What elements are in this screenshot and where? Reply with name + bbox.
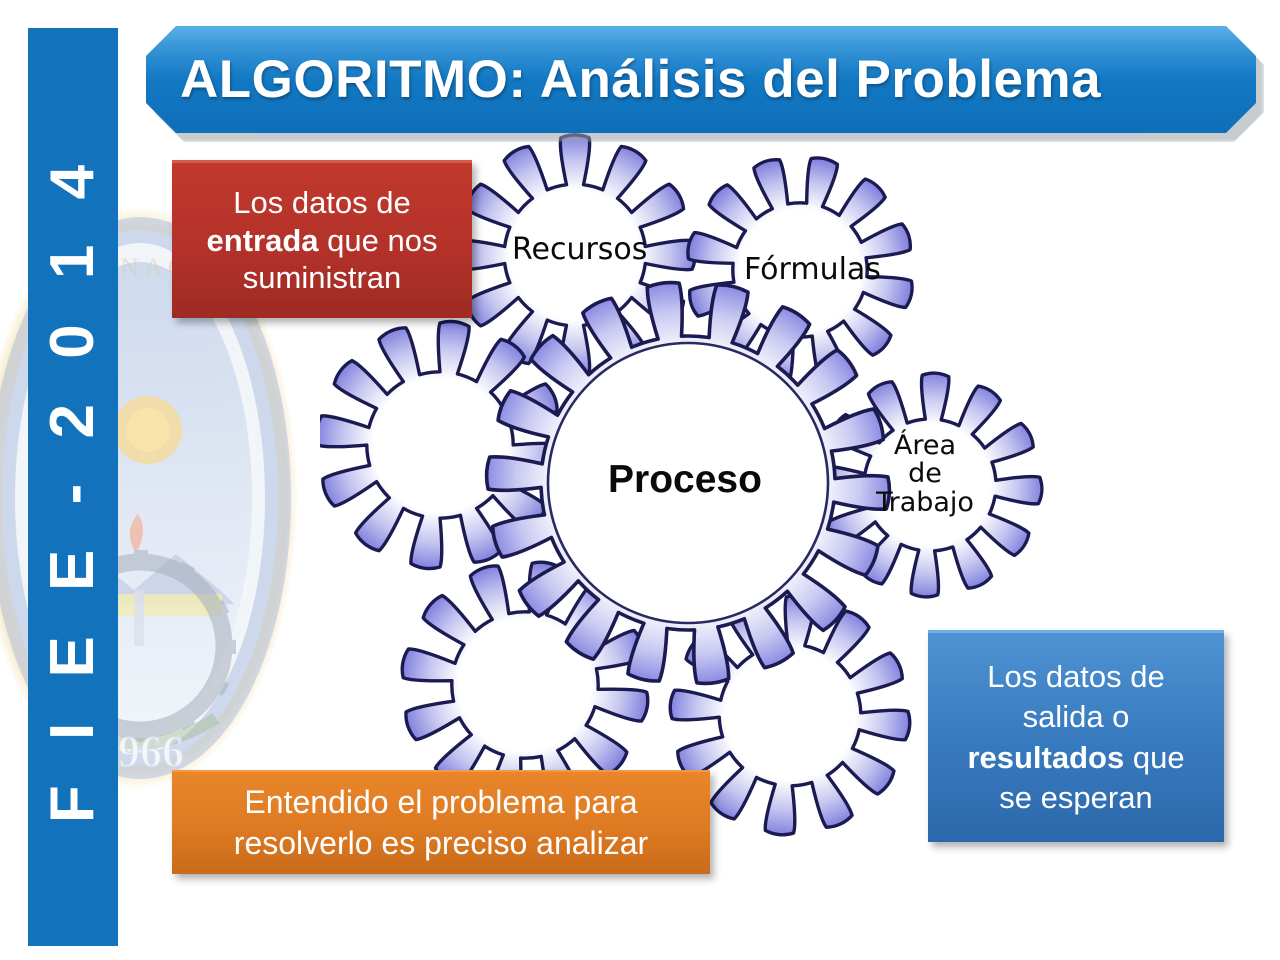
gear-label-area-line2: de — [908, 458, 942, 490]
callout-input-line1: Los datos de — [233, 184, 411, 220]
callout-input-data: Los datos de entrada que nos suministran — [172, 160, 472, 318]
callout-footer-line1: Entendido el problema para — [244, 784, 638, 821]
gear-cluster-diagram — [314, 125, 1060, 855]
gear-label-proceso: Proceso — [608, 458, 762, 501]
sidebar-year-bar: F I E E - 2 0 1 4 — [28, 28, 118, 946]
gear-satellite-6 — [668, 593, 912, 837]
callout-output-line1: Los datos de — [987, 658, 1165, 694]
callout-output-line3-post: que — [1124, 739, 1185, 775]
callout-input-line2-post: que nos — [318, 222, 438, 258]
gear-label-area-line1: Área — [893, 430, 957, 461]
gear-label-recursos: Recursos — [512, 232, 648, 267]
banner-shape — [146, 26, 1256, 133]
callout-output-data: Los datos de salida o resultados que se … — [928, 630, 1224, 842]
callout-output-bold: resultados — [967, 739, 1125, 775]
gear-label-formulas: Fórmulas — [744, 252, 881, 287]
callout-output-line2: salida o — [1022, 699, 1130, 735]
sidebar-label: F I E E - 2 0 1 4 — [38, 150, 107, 824]
callout-input-bold: entrada — [206, 222, 319, 258]
gear-satellite-3 — [314, 319, 566, 571]
callout-footer-statement: Entendido el problema para resolverlo es… — [172, 770, 710, 874]
gear-satellite-2 — [686, 156, 914, 384]
gear-label-area-de-trabajo: Área de Trabajo — [855, 430, 995, 518]
callout-output-line4: se esperan — [999, 779, 1153, 815]
callout-footer-line2: resolverlo es preciso analizar — [233, 825, 649, 861]
callout-input-line3: suministran — [242, 260, 402, 296]
title-banner: ALGORITMO: Análisis del Problema — [146, 26, 1264, 142]
gear-center-hub — [546, 341, 830, 625]
gear-label-area-line3: Trabajo — [876, 486, 974, 518]
page-title: ALGORITMO: Análisis del Problema — [180, 50, 1102, 109]
